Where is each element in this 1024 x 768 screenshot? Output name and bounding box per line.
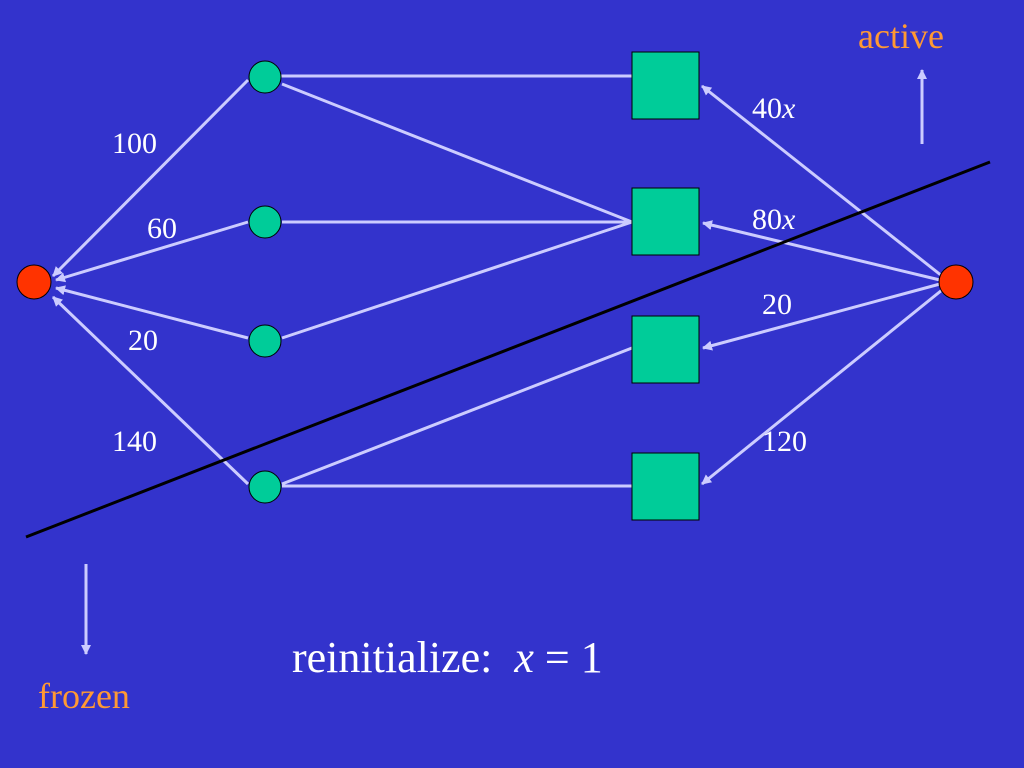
edge-c1-to-source — [51, 78, 250, 278]
label-20-left: 20 — [128, 324, 158, 357]
edge-c2-to-source — [55, 220, 249, 283]
node-c4 — [248, 470, 282, 504]
label-60: 60 — [147, 212, 177, 245]
node-c2 — [248, 205, 282, 239]
edge-c3-s2 — [281, 220, 633, 340]
label-100: 100 — [112, 127, 157, 160]
label-40x: 40x — [752, 92, 796, 125]
label-80x: 80x — [752, 203, 796, 236]
node-s4 — [631, 452, 700, 521]
edge-sink-to-s3 — [702, 282, 941, 351]
edge-c3-to-source — [55, 285, 249, 340]
label-20-right: 20 — [762, 288, 792, 321]
cut-line — [25, 160, 991, 539]
edge-c4-to-source — [51, 295, 250, 486]
node-c3 — [248, 324, 282, 358]
node-s1 — [631, 51, 700, 120]
label-frozen: frozen — [38, 676, 130, 716]
node-s2 — [631, 187, 700, 256]
edge-sink-to-s1 — [701, 84, 943, 278]
edge-sink-to-s4 — [701, 288, 943, 486]
node-c1 — [248, 60, 282, 94]
edge-c1-s2 — [281, 82, 633, 224]
node-sink — [938, 264, 974, 300]
label-active: active — [858, 16, 944, 56]
label-140: 140 — [112, 425, 157, 458]
edge-c4-s3 — [281, 346, 633, 486]
label-120: 120 — [762, 425, 807, 458]
node-source — [16, 264, 52, 300]
edge-sink-to-s2 — [702, 220, 941, 282]
node-s3 — [631, 315, 700, 384]
caption-reinitialize: reinitialize:x = 1 — [292, 633, 603, 682]
